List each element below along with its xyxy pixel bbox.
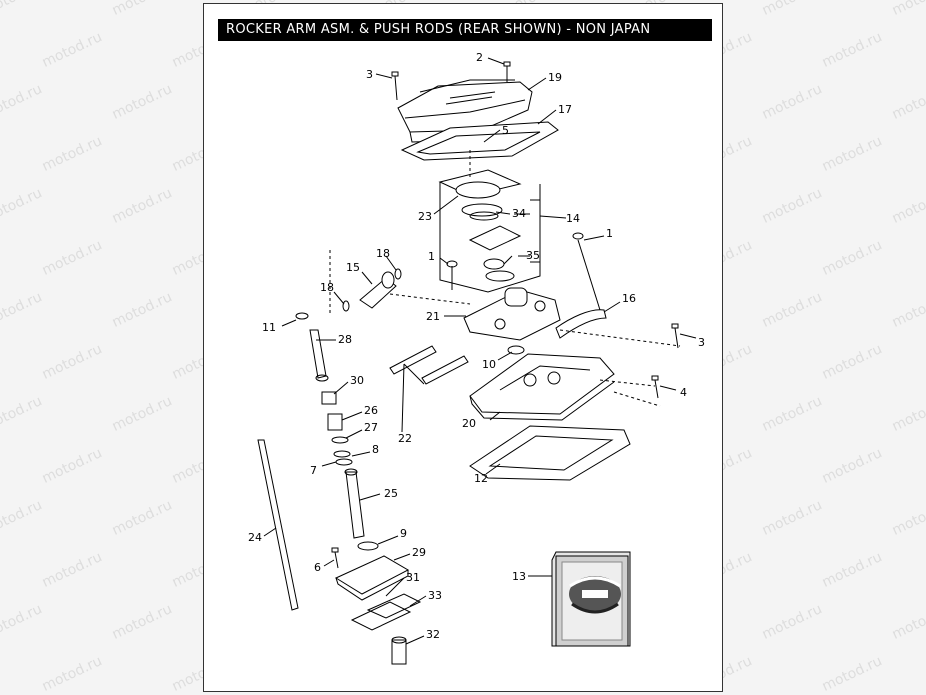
bolt-3-right	[671, 323, 679, 349]
callout-16: 16	[622, 292, 636, 305]
gasket-33	[350, 601, 412, 631]
rocker-shaft-lower	[421, 355, 469, 385]
callout-20: 20	[462, 417, 476, 430]
bolt-1-left	[446, 260, 458, 290]
callout-1-left: 1	[428, 250, 435, 263]
callout-32: 32	[426, 628, 440, 641]
alignment-lines	[329, 150, 681, 407]
bolt-1-right	[572, 232, 601, 311]
breather-tube	[555, 309, 607, 339]
callout-4: 4	[680, 386, 687, 399]
o-ring-10	[507, 345, 525, 355]
lower-push-rod-tube-25	[344, 468, 365, 539]
breather-assembly	[438, 169, 541, 293]
gasket-31	[366, 593, 422, 619]
lower-rocker-housing	[469, 353, 615, 421]
callout-26: 26	[364, 404, 378, 417]
callout-18-upper: 18	[376, 247, 390, 260]
rocker-shaft-upper	[389, 345, 437, 375]
callout-19: 19	[548, 71, 562, 84]
spring-cap-30	[321, 391, 337, 405]
o-ring-9	[357, 541, 379, 551]
callout-21: 21	[426, 310, 440, 323]
spring-26	[327, 413, 343, 431]
callout-28: 28	[338, 333, 352, 346]
callout-9: 9	[400, 527, 407, 540]
washer-27	[331, 436, 349, 444]
diagram-title: ROCKER ARM ASM. & PUSH RODS (REAR SHOWN)…	[218, 19, 712, 41]
callout-30: 30	[350, 374, 364, 387]
callout-labels: 1 1 2 3 3 4 5 6 7 8 9 10 11 12 13 14 15 …	[248, 51, 705, 641]
callout-7: 7	[310, 464, 317, 477]
callout-2: 2	[476, 51, 483, 64]
callout-27: 27	[364, 421, 378, 434]
callout-1-right: 1	[606, 227, 613, 240]
callout-23: 23	[418, 210, 432, 223]
callout-12: 12	[474, 472, 488, 485]
callout-14: 14	[566, 212, 580, 225]
callout-24: 24	[248, 531, 262, 544]
callout-34: 34	[512, 207, 526, 220]
rocker-cover-part	[397, 79, 533, 143]
lifter-cover-29	[334, 555, 410, 601]
o-ring-7-8	[333, 450, 353, 466]
bolt-6	[331, 547, 339, 569]
callout-25: 25	[384, 487, 398, 500]
bolt-4	[651, 375, 659, 399]
callout-3-right: 3	[698, 336, 705, 349]
callout-3-top: 3	[366, 68, 373, 81]
callout-31: 31	[406, 571, 420, 584]
callout-8: 8	[372, 443, 379, 456]
callout-22: 22	[398, 432, 412, 445]
push-rod-24	[257, 439, 299, 611]
bolt-2	[503, 61, 511, 82]
bolt-3-top	[391, 71, 399, 101]
rocker-support-part	[463, 287, 561, 341]
base-gasket	[469, 425, 631, 481]
callout-29: 29	[412, 546, 426, 559]
callout-13: 13	[512, 570, 526, 583]
callout-5: 5	[502, 124, 509, 137]
lifter-32	[391, 636, 407, 665]
rocker-cover-gasket	[400, 121, 559, 161]
callout-10: 10	[482, 358, 496, 371]
callout-35: 35	[526, 249, 540, 262]
callout-11: 11	[262, 321, 276, 334]
callout-33: 33	[428, 589, 442, 602]
callout-6: 6	[314, 561, 321, 574]
push-rod-tube-28	[295, 312, 329, 382]
callout-18-lower: 18	[320, 281, 334, 294]
leader-lines	[263, 57, 697, 645]
callout-17: 17	[558, 103, 572, 116]
callout-15: 15	[346, 261, 360, 274]
genuine-parts-box	[551, 551, 631, 647]
rocker-arm-part	[342, 268, 402, 312]
